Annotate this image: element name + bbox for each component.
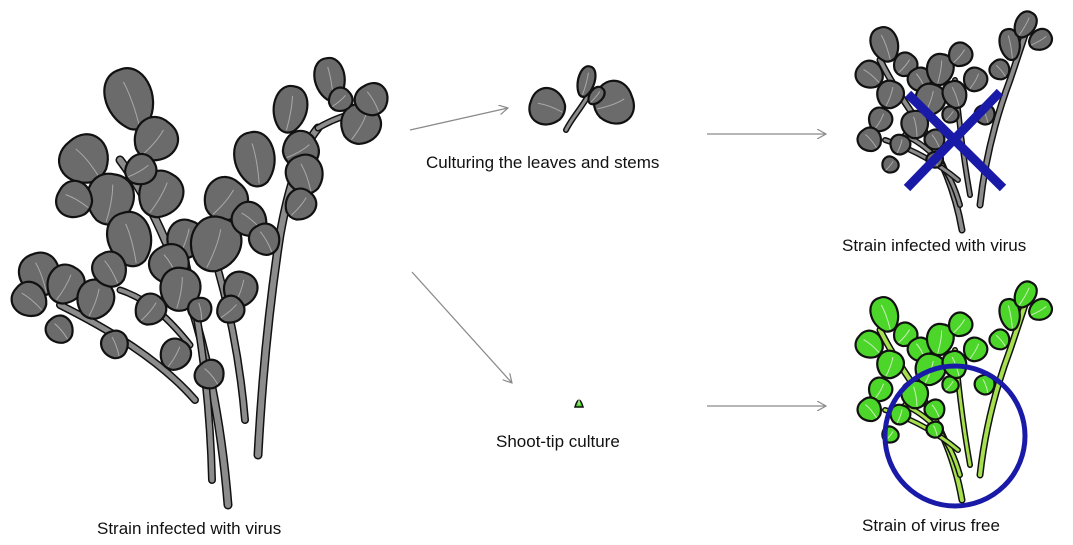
- source-plant-label: Strain infected with virus: [97, 519, 281, 539]
- arrow-to-leaf-culture: [410, 108, 508, 130]
- leaf-shape: [525, 84, 571, 130]
- leaf-shape: [190, 355, 231, 395]
- leaf-shape: [41, 311, 79, 349]
- leaf-stem-cutting-illustration: [525, 64, 639, 130]
- arrow-to-shoot-tip: [412, 272, 512, 383]
- infected-result-label: Strain infected with virus: [842, 236, 1026, 256]
- leaf-stem-culture-label: Culturing the leaves and stems: [426, 153, 659, 173]
- shoot-tip-culture-label: Shoot-tip culture: [496, 432, 620, 452]
- infected-source-plant-illustration: [5, 56, 394, 505]
- leaf-shape: [230, 129, 279, 190]
- infected-result-plant-illustration: [851, 8, 1056, 230]
- leaf-shape: [879, 154, 902, 177]
- leaf-shape: [270, 83, 311, 135]
- virus-free-result-plant-illustration: [851, 278, 1056, 500]
- shoot-tip-illustration: [575, 398, 583, 407]
- virus-free-result-label: Strain of virus free: [862, 516, 1000, 536]
- leaf-shape: [879, 424, 902, 447]
